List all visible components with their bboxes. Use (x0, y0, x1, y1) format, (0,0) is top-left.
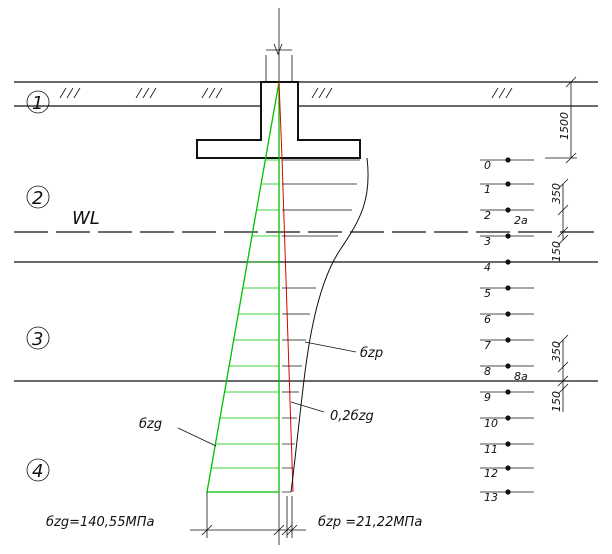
depth-point-label: 8 (484, 365, 491, 378)
label-sigma-zg02: 0,2бzg (330, 409, 374, 424)
point-label-8a: 8a (514, 370, 528, 383)
label-sigma-zp: бzp (360, 346, 383, 361)
svg-text:2: 2 (32, 188, 43, 209)
sigma-zp-hatching (282, 159, 360, 493)
column-break-mark (273, 43, 283, 56)
dim-1500: 1500 (558, 112, 571, 140)
sigma-zp-curve (290, 157, 369, 493)
water-level-label: WL (72, 208, 100, 229)
dimension-lines (545, 76, 577, 412)
layer-marker: 3 (26, 326, 50, 350)
sigma-zp-min-value: бzp =21,22МПа (318, 515, 422, 530)
depth-point-label: 7 (484, 339, 491, 352)
depth-point-label: 10 (484, 417, 498, 430)
leaders (177, 341, 357, 447)
depth-point (505, 259, 511, 265)
depth-point (505, 363, 511, 369)
depth-point (505, 415, 511, 421)
depth-point (505, 311, 511, 317)
layer-markers: 1 2 3 4 (26, 90, 50, 482)
depth-point-label: 11 (484, 443, 498, 456)
depth-point-label: 3 (484, 235, 491, 248)
layer-marker: 4 (26, 458, 50, 482)
depth-point (505, 207, 511, 213)
dim-350-lower: 350 (550, 341, 563, 362)
depth-point (505, 157, 511, 163)
sigma-zg-max-value: бzg=140,55МПа (46, 515, 154, 530)
depth-point (505, 389, 511, 395)
depth-point-label: 5 (484, 287, 491, 300)
layer-boundaries (14, 81, 598, 382)
label-sigma-zg: бzg (139, 417, 162, 432)
depth-point (505, 285, 511, 291)
dim-150-lower: 150 (550, 391, 563, 412)
depth-point (505, 337, 511, 343)
depth-point (505, 233, 511, 239)
layer-marker: 2 (26, 185, 50, 209)
depth-point-label: 4 (484, 261, 491, 274)
depth-point-label: 12 (484, 467, 498, 480)
ground-hatching (59, 87, 513, 99)
depth-point (505, 441, 511, 447)
depth-point (505, 181, 511, 187)
sigma-zg-02-diagram (278, 81, 294, 493)
depth-point-label: 6 (484, 313, 491, 326)
depth-point (505, 489, 511, 495)
stress-curves (206, 81, 369, 493)
sigma-zg-hatching (207, 159, 279, 493)
point-label-2a: 2a (514, 214, 528, 227)
svg-text:4: 4 (32, 461, 43, 482)
depth-point-label: 0 (484, 159, 491, 172)
depth-point-label: 9 (484, 391, 491, 404)
depth-point-label: 1 (484, 183, 491, 196)
svg-text:3: 3 (32, 329, 43, 350)
dim-350-upper: 350 (550, 183, 563, 204)
depth-point-label: 13 (484, 491, 498, 504)
dim-150-upper: 150 (550, 241, 563, 262)
layer-marker: 1 (26, 90, 50, 114)
depth-point-label: 2 (484, 209, 491, 222)
svg-text:1: 1 (32, 93, 43, 114)
bottom-dimension (190, 492, 306, 538)
depth-point (505, 465, 511, 471)
